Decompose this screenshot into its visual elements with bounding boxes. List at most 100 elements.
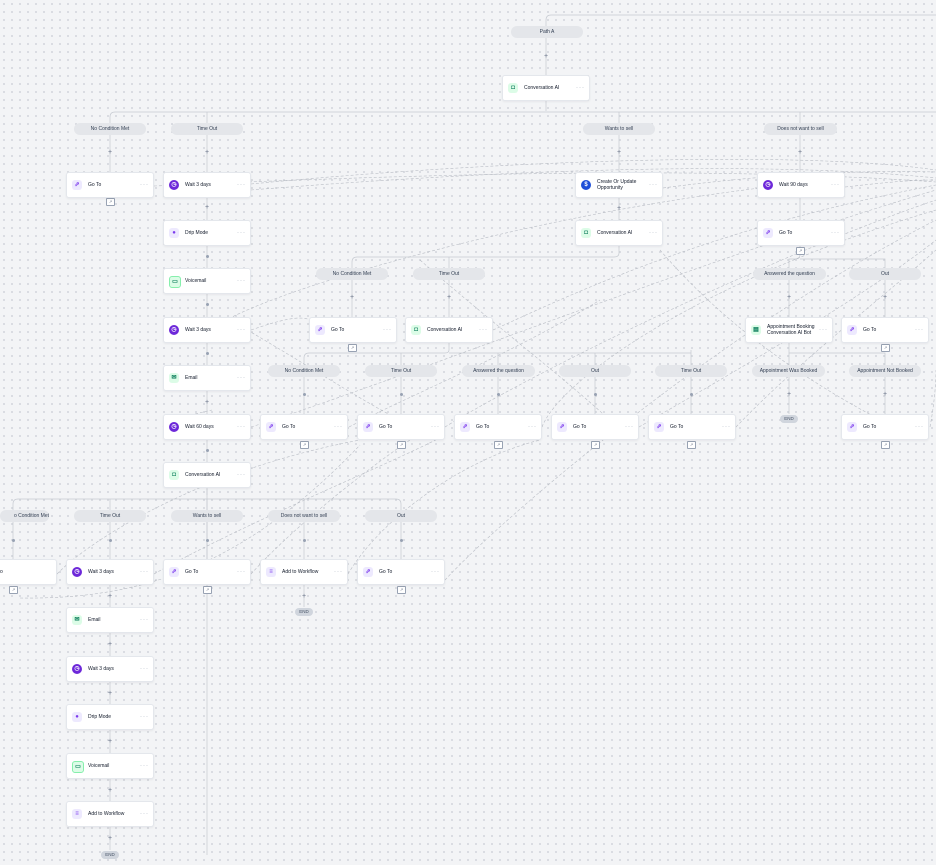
branch-no-condition-met[interactable]: No Condition Met (316, 268, 388, 280)
add-step-icon[interactable]: + (543, 53, 549, 60)
action-node-email[interactable]: ✉ Email ··· (66, 607, 154, 633)
node-menu-icon[interactable]: ··· (237, 327, 246, 333)
node-menu-icon[interactable]: ··· (915, 327, 924, 333)
node-menu-icon[interactable]: ··· (649, 182, 658, 188)
node-menu-icon[interactable]: ··· (140, 182, 149, 188)
add-step-icon[interactable]: + (349, 294, 355, 301)
branch-answered-the-question[interactable]: Answered the question (753, 268, 826, 280)
branch-time-out[interactable]: Time Out (365, 365, 437, 377)
node-menu-icon[interactable]: ··· (237, 375, 246, 381)
branch-time-out[interactable]: Time Out (655, 365, 727, 377)
action-node-go-to[interactable]: ⇗ Go To ··· (551, 414, 639, 440)
node-menu-icon[interactable]: ··· (140, 811, 149, 817)
action-node-go-to[interactable]: ⇗ Go To ··· (357, 559, 445, 585)
node-menu-icon[interactable]: ··· (431, 569, 440, 575)
add-step-icon[interactable]: + (107, 593, 113, 600)
add-step-icon[interactable]: + (786, 294, 792, 301)
add-step-icon[interactable]: + (107, 690, 113, 697)
node-menu-icon[interactable]: ··· (819, 327, 828, 333)
branch-wants-to-sell[interactable]: Wants to sell (171, 510, 243, 522)
branch-no-condition-met[interactable]: o Condition Met (0, 510, 49, 522)
action-node-wait[interactable]: ◷ Wait 90 days ··· (757, 172, 845, 198)
action-node-go-to[interactable]: ⇗ Go To ··· (309, 317, 397, 343)
goto-link-icon[interactable]: ↗ (397, 441, 406, 449)
node-menu-icon[interactable]: ··· (140, 569, 149, 575)
add-step-icon[interactable]: + (204, 204, 210, 211)
branch-time-out[interactable]: Time Out (413, 268, 485, 280)
node-menu-icon[interactable]: ··· (334, 424, 343, 430)
action-node-conversation-ai[interactable]: ◘ Conversation AI ··· (575, 220, 663, 246)
action-node-go-to[interactable]: ⇗ Go To ··· (841, 317, 929, 343)
branch-path-a[interactable]: Path A (511, 26, 583, 38)
add-step-icon[interactable]: + (882, 294, 888, 301)
action-node-go-to[interactable]: o (0, 559, 57, 585)
node-menu-icon[interactable]: ··· (140, 714, 149, 720)
action-node-go-to[interactable]: ⇗ Go To ··· (648, 414, 736, 440)
add-step-icon[interactable]: + (301, 593, 307, 600)
node-menu-icon[interactable]: ··· (140, 763, 149, 769)
branch-answered-the-question[interactable]: Answered the question (462, 365, 535, 377)
node-menu-icon[interactable]: ··· (576, 85, 585, 91)
add-step-icon[interactable]: + (204, 399, 210, 406)
node-menu-icon[interactable]: ··· (431, 424, 440, 430)
node-menu-icon[interactable]: ··· (915, 424, 924, 430)
add-step-icon[interactable]: + (786, 391, 792, 398)
node-menu-icon[interactable]: ··· (237, 424, 246, 430)
branch-time-out[interactable]: Time Out (171, 123, 243, 135)
add-step-icon[interactable]: + (107, 787, 113, 794)
node-menu-icon[interactable]: ··· (831, 230, 840, 236)
goto-link-icon[interactable]: ↗ (494, 441, 503, 449)
goto-link-icon[interactable]: ↗ (9, 586, 18, 594)
action-node-conversation-ai[interactable]: ◘ Conversation AI ··· (502, 75, 590, 101)
node-menu-icon[interactable]: ··· (237, 182, 246, 188)
node-menu-icon[interactable]: ··· (237, 230, 246, 236)
action-node-go-to[interactable]: ⇗ Go To ··· (163, 559, 251, 585)
action-node-drip-mode[interactable]: ● Drip Mode ··· (163, 220, 251, 246)
branch-no-condition-met[interactable]: No Condition Met (74, 123, 146, 135)
goto-link-icon[interactable]: ↗ (591, 441, 600, 449)
action-node-go-to[interactable]: ⇗ Go To ··· (757, 220, 845, 246)
action-node-go-to[interactable]: ⇗ Go To ··· (66, 172, 154, 198)
action-node-go-to[interactable]: ⇗ Go To ··· (841, 414, 929, 440)
branch-does-not-want-to-sell[interactable]: Does not want to sell (268, 510, 340, 522)
add-step-icon[interactable]: + (616, 205, 622, 212)
node-menu-icon[interactable]: ··· (237, 278, 246, 284)
action-node-add-to-workflow[interactable]: ≡ Add to Workflow ··· (260, 559, 348, 585)
action-node-drip-mode[interactable]: ● Drip Mode ··· (66, 704, 154, 730)
node-menu-icon[interactable]: ··· (334, 569, 343, 575)
action-node-wait[interactable]: ◷ Wait 3 days ··· (163, 172, 251, 198)
goto-link-icon[interactable]: ↗ (348, 344, 357, 352)
branch-out[interactable]: Out (559, 365, 631, 377)
add-step-icon[interactable]: + (616, 149, 622, 156)
branch-does-not-want-to-sell[interactable]: Does not want to sell (764, 123, 837, 135)
action-node-create-opportunity[interactable]: $ Create Or Update Opportunity ··· (575, 172, 663, 198)
add-step-icon[interactable]: + (446, 294, 452, 301)
branch-out[interactable]: Out (849, 268, 921, 280)
action-node-wait[interactable]: ◷ Wait 3 days ··· (163, 317, 251, 343)
goto-link-icon[interactable]: ↗ (300, 441, 309, 449)
branch-no-condition-met[interactable]: No Condition Met (268, 365, 340, 377)
node-menu-icon[interactable]: ··· (140, 617, 149, 623)
branch-appointment-not-booked[interactable]: Appointment Not Booked (849, 365, 921, 377)
goto-link-icon[interactable]: ↗ (881, 441, 890, 449)
goto-link-icon[interactable]: ↗ (106, 198, 115, 206)
goto-link-icon[interactable]: ↗ (687, 441, 696, 449)
action-node-go-to[interactable]: ⇗ Go To ··· (260, 414, 348, 440)
action-node-conversation-ai[interactable]: ◘ Conversation AI ··· (163, 462, 251, 488)
node-menu-icon[interactable]: ··· (383, 327, 392, 333)
add-step-icon[interactable]: + (797, 149, 803, 156)
node-menu-icon[interactable]: ··· (237, 472, 246, 478)
action-node-go-to[interactable]: ⇗ Go To ··· (454, 414, 542, 440)
branch-time-out[interactable]: Time Out (74, 510, 146, 522)
goto-link-icon[interactable]: ↗ (881, 344, 890, 352)
node-menu-icon[interactable]: ··· (528, 424, 537, 430)
action-node-voicemail[interactable]: ▭ Voicemail ··· (163, 268, 251, 294)
add-step-icon[interactable]: + (107, 641, 113, 648)
branch-out[interactable]: Out (365, 510, 437, 522)
action-node-email[interactable]: ✉ Email ··· (163, 365, 251, 391)
action-node-voicemail[interactable]: ▭ Voicemail ··· (66, 753, 154, 779)
add-step-icon[interactable]: + (107, 738, 113, 745)
goto-link-icon[interactable]: ↗ (796, 247, 805, 255)
action-node-appointment-booking[interactable]: ▤ Appointment Booking Conversation AI Bo… (745, 317, 833, 343)
add-step-icon[interactable]: + (204, 149, 210, 156)
